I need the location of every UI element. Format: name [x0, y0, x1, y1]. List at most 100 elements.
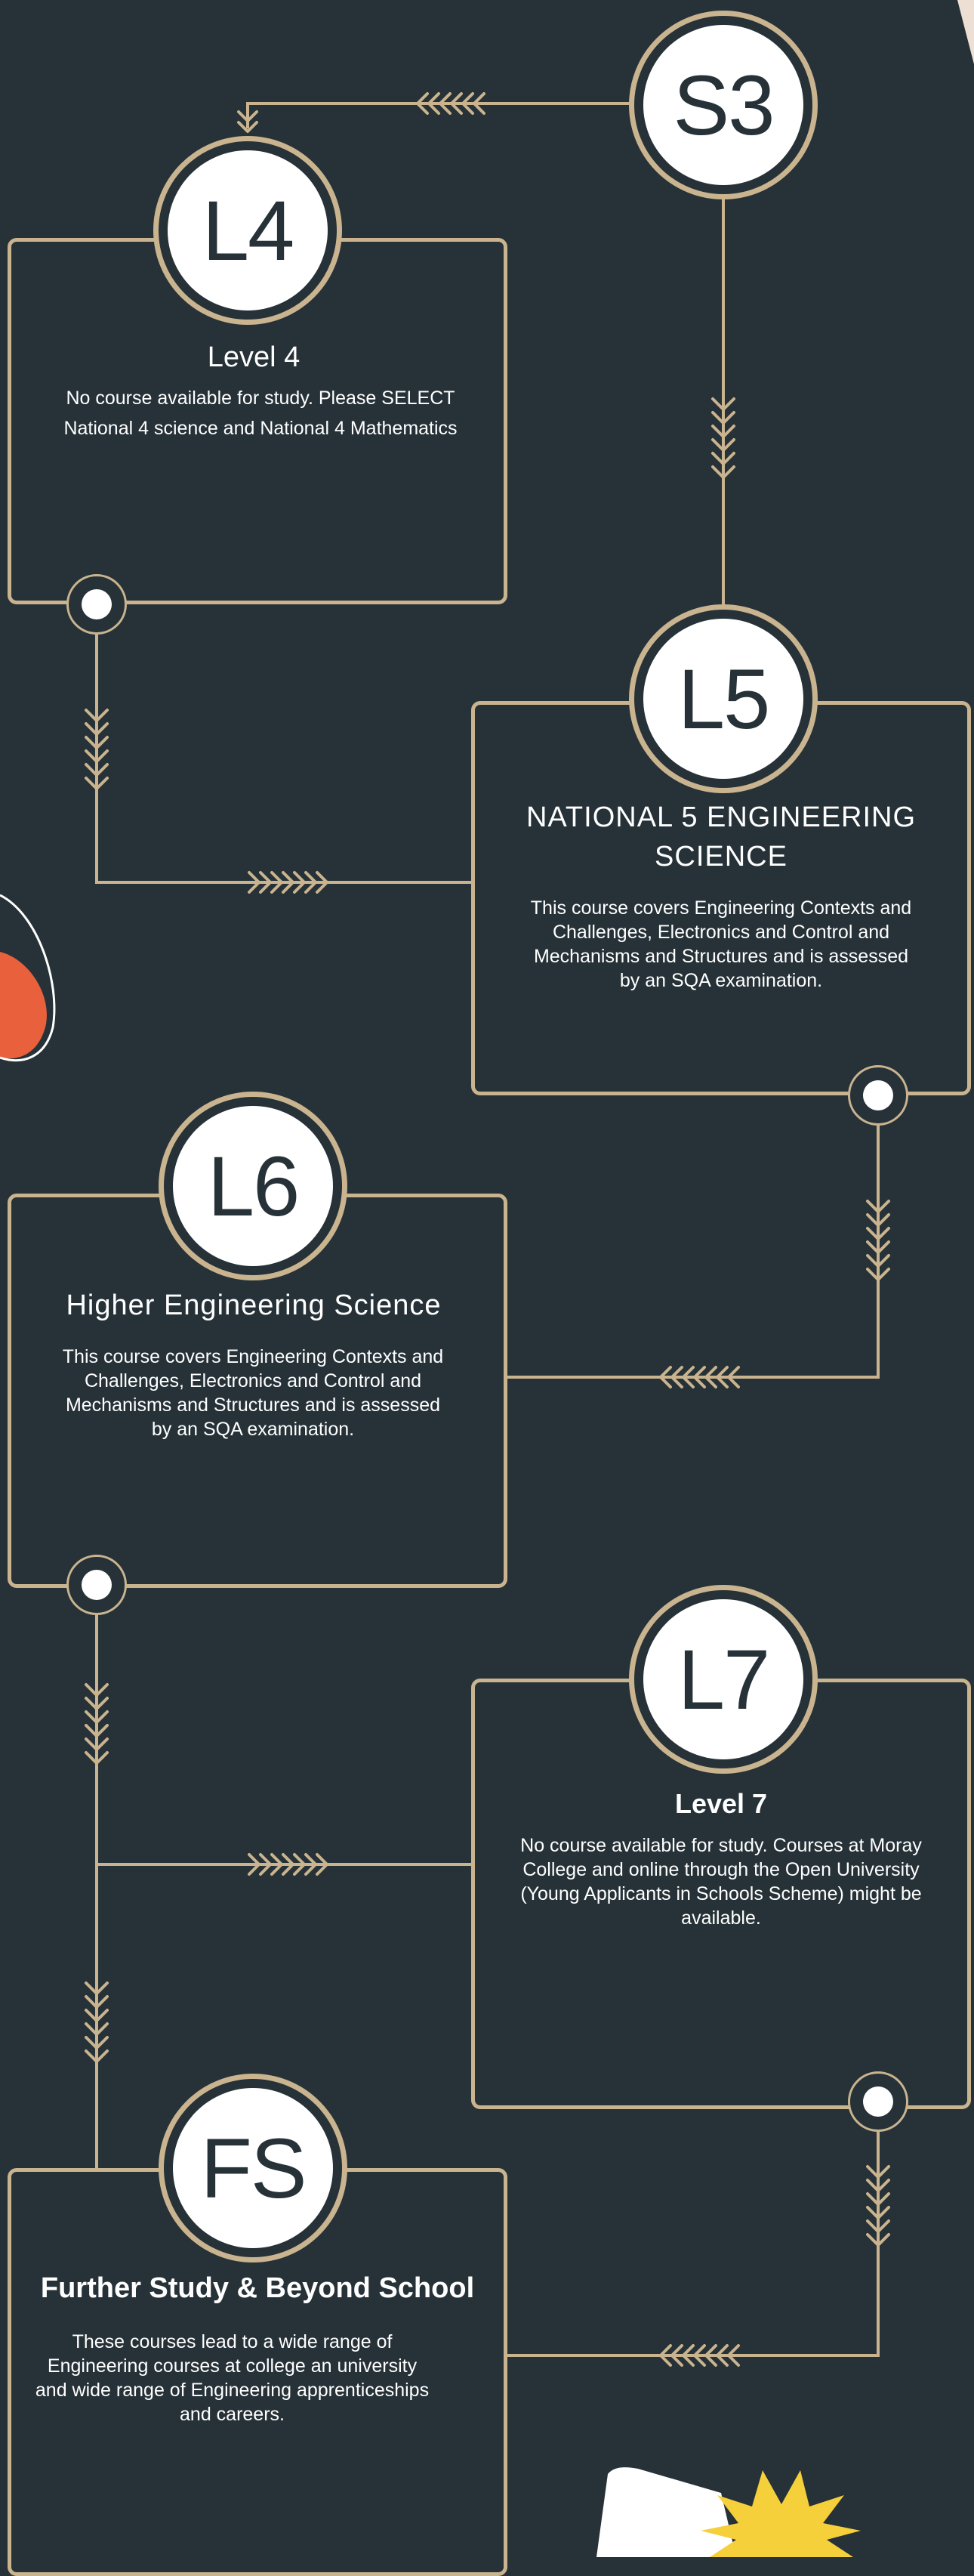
corner-stripe-decoration — [957, 0, 974, 64]
l4-to-l5-connector — [95, 604, 471, 884]
chevron-left-icon — [704, 2344, 717, 2367]
chevron-left-icon — [450, 92, 463, 115]
level-7-exit-dot — [848, 2071, 908, 2132]
chevron-left-icon — [693, 2344, 706, 2367]
chevron-down-icon — [711, 425, 735, 438]
chevron-down-icon — [711, 465, 735, 479]
s3-circle: S3 — [629, 11, 818, 199]
connector-lines — [95, 102, 880, 2357]
chevron-left-icon — [659, 2344, 672, 2367]
chevron-down-icon — [85, 1737, 109, 1751]
s3-label: S3 — [673, 57, 775, 153]
chevron-down-icon — [866, 2192, 890, 2206]
l7-circle: L7 — [629, 1585, 818, 1774]
chevron-down-icon — [85, 1697, 109, 1710]
chevron-right-icon — [270, 871, 283, 894]
chevron-arrows — [85, 92, 890, 2367]
left-outline-curve-decoration — [0, 894, 56, 1062]
level-4-exit-dot — [66, 574, 127, 635]
chevron-down-icon — [866, 2165, 890, 2179]
chevron-right-icon — [248, 1853, 260, 1876]
chevron-down-icon — [85, 1710, 109, 1724]
chevron-down-icon — [237, 110, 258, 122]
s3-to-l4-connector — [246, 102, 634, 128]
chevron-down-icon — [866, 1227, 890, 1240]
chevron-left-icon — [427, 92, 440, 115]
chevron-left-icon — [473, 92, 485, 115]
chevron-left-icon — [704, 1366, 717, 1388]
l5-label: L5 — [677, 651, 771, 746]
chevron-down-icon — [85, 1751, 109, 1765]
l4-circle: L4 — [153, 136, 342, 325]
l7-to-fs-connector — [507, 2100, 880, 2357]
level-6-exit-dot — [66, 1555, 127, 1615]
level-6-description: This course covers Engineering Contexts … — [62, 1346, 444, 1440]
level-5-title: NATIONAL 5 ENGINEERING SCIENCE — [526, 802, 917, 873]
chevron-right-icon — [293, 1853, 306, 1876]
l6-label: L6 — [207, 1138, 301, 1234]
chevron-down-icon — [85, 749, 109, 763]
level-5-exit-dot — [848, 1065, 908, 1126]
further-study-title: Further Study & Beyond School — [40, 2272, 475, 2304]
chevron-down-icon — [85, 709, 109, 722]
chevron-left-icon — [416, 92, 429, 115]
chevron-down-icon — [85, 777, 109, 790]
chevron-down-icon — [866, 2233, 890, 2247]
chevron-down-icon — [85, 1724, 109, 1737]
chevron-right-icon — [259, 871, 272, 894]
chevron-left-icon — [670, 2344, 683, 2367]
chevron-right-icon — [282, 871, 294, 894]
chevron-down-icon — [866, 2206, 890, 2219]
chevron-down-icon — [711, 411, 735, 425]
chevron-down-icon — [866, 1213, 890, 1227]
chevron-down-icon — [85, 2009, 109, 2022]
chevron-down-icon — [85, 1683, 109, 1697]
fs-label: FS — [200, 2120, 307, 2216]
level-4-title: Level 4 — [207, 341, 301, 373]
bottom-white-shape-decoration — [596, 2467, 736, 2557]
chevron-down-icon — [866, 1240, 890, 1254]
chevron-right-icon — [304, 1853, 317, 1876]
chevron-down-icon — [866, 1200, 890, 1213]
chevron-right-icon — [270, 1853, 283, 1876]
chevron-down-icon — [85, 1995, 109, 2009]
left-orange-blob-decoration — [0, 952, 47, 1059]
chevron-right-icon — [248, 871, 260, 894]
l4-label: L4 — [202, 183, 295, 278]
chevron-down-icon — [85, 763, 109, 777]
level-7-title: Level 7 — [674, 1788, 768, 1819]
chevron-left-icon — [659, 1366, 672, 1388]
l7-label: L7 — [677, 1632, 771, 1727]
chevron-left-icon — [439, 92, 452, 115]
chevron-down-icon — [85, 2049, 109, 2063]
level-5-description: This course covers Engineering Contexts … — [530, 897, 912, 991]
chevron-down-icon — [237, 121, 258, 133]
chevron-down-icon — [711, 397, 735, 411]
chevron-down-icon — [85, 736, 109, 749]
chevron-left-icon — [716, 2344, 729, 2367]
further-study-description: These courses lead to a wide range of En… — [35, 2331, 430, 2425]
chevron-left-icon — [693, 1366, 706, 1388]
chevron-left-icon — [716, 1366, 729, 1388]
chevron-left-icon — [682, 1366, 695, 1388]
chevron-left-icon — [727, 1366, 740, 1388]
chevron-down-icon — [85, 2022, 109, 2036]
chevron-down-icon — [711, 452, 735, 465]
chevron-down-icon — [866, 2179, 890, 2192]
chevron-left-icon — [682, 2344, 695, 2367]
chevron-right-icon — [304, 871, 317, 894]
chevron-right-icon — [316, 871, 328, 894]
chevron-down-icon — [85, 722, 109, 736]
chevron-right-icon — [282, 1853, 294, 1876]
chevron-left-icon — [461, 92, 474, 115]
chevron-down-icon — [85, 2036, 109, 2049]
level-4-description: No course available for study. Please SE… — [63, 388, 458, 439]
fs-circle: FS — [159, 2074, 347, 2262]
l6-circle: L6 — [159, 1092, 347, 1280]
chevron-right-icon — [316, 1853, 328, 1876]
chevron-right-icon — [293, 871, 306, 894]
chevron-down-icon — [866, 1254, 890, 1268]
chevron-down-icon — [866, 2219, 890, 2233]
level-6-title: Higher Engineering Science — [66, 1290, 442, 1321]
